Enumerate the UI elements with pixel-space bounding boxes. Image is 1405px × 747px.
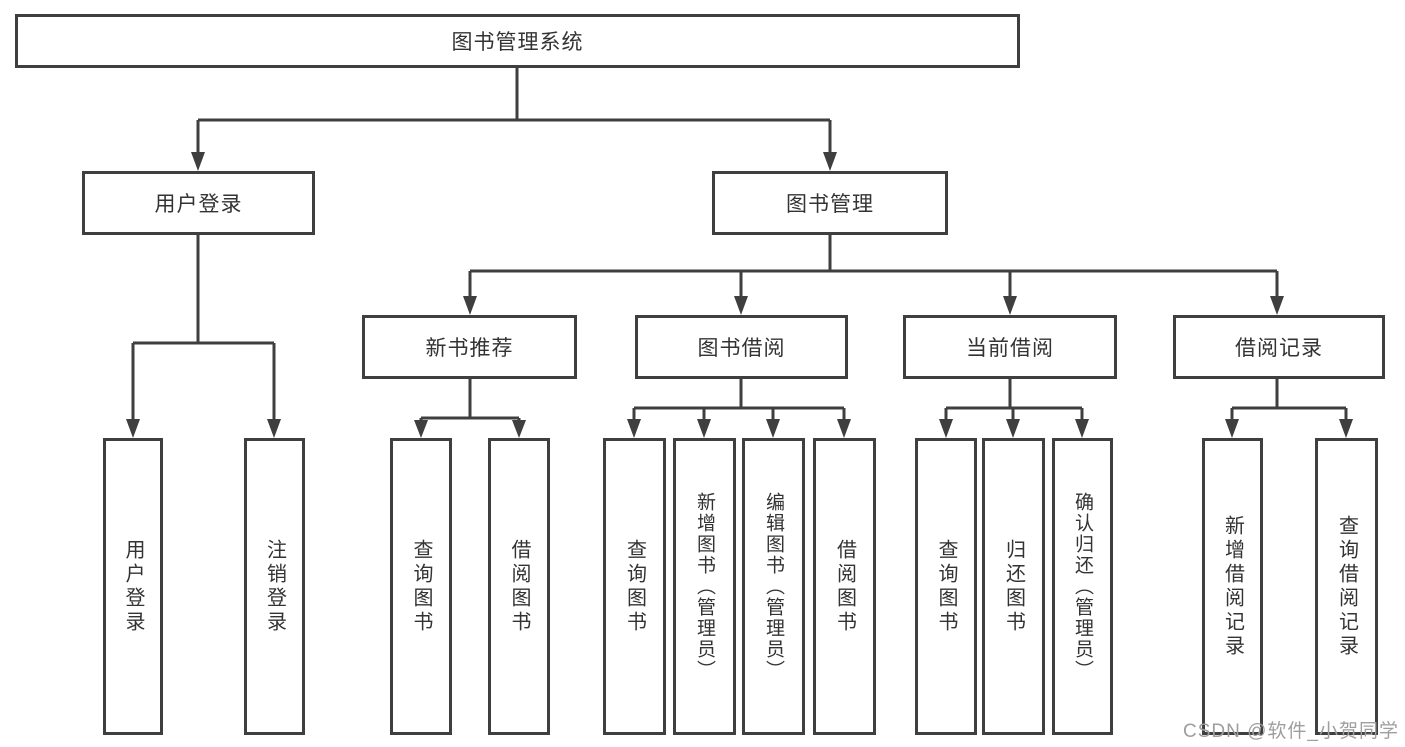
arrowhead: [512, 420, 526, 438]
arrowhead: [1339, 419, 1353, 438]
leaf-add-book-admin: 新增图书（管理员）: [673, 438, 736, 735]
leaf-return-book: 归还图书: [982, 438, 1045, 735]
node-book-borrow: 图书借阅: [635, 315, 848, 379]
arrowhead: [766, 419, 780, 438]
node-new-book-recommend: 新书推荐: [362, 315, 577, 379]
arrowhead: [1225, 419, 1239, 438]
leaf-query-book-recommend: 查询图书: [390, 438, 452, 735]
arrowhead: [1006, 419, 1020, 438]
leaf-query-borrow-record: 查询借阅记录: [1315, 438, 1378, 735]
leaf-query-book-borrow: 查询图书: [603, 438, 666, 735]
leaf-borrow-book-recommend: 借阅图书: [488, 438, 550, 735]
node-user-login: 用户登录: [82, 171, 315, 235]
leaf-logout: 注销登录: [244, 438, 305, 735]
leaf-query-book-current: 查询图书: [915, 438, 977, 735]
arrowhead: [823, 152, 837, 171]
arrowhead: [126, 419, 140, 438]
arrowhead: [734, 296, 748, 315]
arrowhead: [463, 296, 477, 315]
node-book-management: 图书管理: [712, 171, 948, 235]
arrowhead: [1003, 296, 1017, 315]
node-root-system: 图书管理系统: [15, 14, 1020, 68]
leaf-confirm-return-admin: 确认归还（管理员）: [1052, 438, 1113, 735]
node-borrow-records: 借阅记录: [1173, 315, 1385, 379]
arrowhead: [1270, 296, 1284, 315]
arrowhead: [191, 152, 205, 171]
leaf-add-borrow-record: 新增借阅记录: [1202, 438, 1263, 735]
node-current-borrow: 当前借阅: [903, 315, 1117, 379]
leaf-borrow-book: 借阅图书: [813, 438, 876, 735]
arrowhead: [414, 420, 428, 438]
leaf-user-login: 用户登录: [103, 438, 163, 735]
arrowhead: [1075, 419, 1089, 438]
arrowhead: [697, 419, 711, 438]
arrowhead: [837, 419, 851, 438]
watermark: CSDN @软件_小贺同学: [1183, 721, 1399, 742]
arrowhead: [627, 419, 641, 438]
arrowhead: [267, 419, 281, 438]
leaf-edit-book-admin: 编辑图书（管理员）: [742, 438, 805, 735]
arrowhead: [939, 419, 953, 438]
